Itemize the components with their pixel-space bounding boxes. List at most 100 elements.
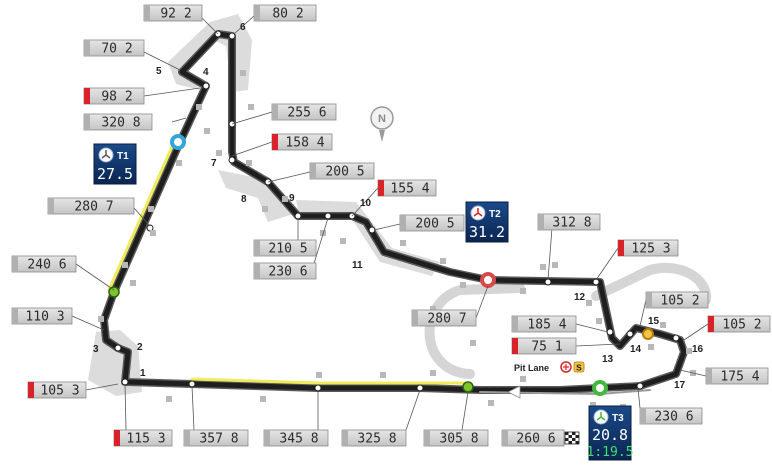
pit-limiter-icon [560, 361, 572, 373]
speed-value: 320 8 [101, 116, 140, 131]
t15-marker [642, 328, 654, 340]
track-markers [114, 30, 680, 392]
slow-corner-marker [28, 382, 34, 398]
speed-value: 175 4 [720, 370, 759, 385]
lap-time: 1:19.5 [587, 445, 634, 460]
speed-box-cap [512, 316, 518, 332]
compass-label: N [378, 113, 386, 125]
speed-box-s27: 357 8 [183, 429, 249, 447]
speed-box-cap [272, 104, 278, 120]
slow-corner-marker [84, 88, 90, 104]
speed-value: 210 5 [268, 242, 307, 257]
t1-marker [170, 134, 186, 150]
slow-corner-marker [114, 430, 120, 446]
speed-value: 280 7 [427, 312, 466, 327]
speed-box-cap [144, 5, 150, 21]
north-compass-icon: N [370, 106, 394, 142]
drs-zone-1 [107, 138, 177, 292]
slow-corner-marker [378, 180, 384, 196]
runoff-areas [88, 14, 440, 396]
turn-label-12: 12 [574, 292, 586, 303]
t2-marker [480, 272, 496, 288]
speed-value: 115 3 [126, 432, 165, 447]
turn-label-4: 4 [203, 67, 209, 78]
speed-box-cap [424, 430, 430, 446]
slow-corner-marker [618, 240, 624, 256]
speed-box-s16: 240 6 [11, 255, 77, 273]
turn-label-17: 17 [674, 380, 686, 391]
turn-label-15: 15 [648, 316, 660, 327]
speed-box-s4: 98 2 [83, 87, 145, 105]
speed-value: 70 2 [101, 42, 132, 57]
sector-t3-label: T3 [612, 413, 624, 424]
pit-lane-label-group: Pit Lane S [514, 361, 585, 373]
turn-label-8: 8 [241, 194, 247, 205]
turn-label-5: 5 [156, 66, 162, 77]
speed-box-s3: 70 2 [83, 39, 145, 57]
speed-value: 280 7 [74, 200, 113, 215]
speed-box-s2: 80 2 [253, 4, 317, 22]
speed-box-s14: 312 8 [537, 213, 601, 231]
speed-value: 325 8 [357, 432, 396, 447]
speed-box-cap [254, 5, 260, 21]
speed-box-s10: 200 5 [399, 214, 465, 232]
speed-box-s23: 175 4 [705, 367, 769, 385]
speed-box-s29: 325 8 [341, 429, 407, 447]
speed-value: 105 3 [40, 384, 79, 399]
speed-value: 98 2 [101, 90, 132, 105]
speed-box-s1: 92 2 [143, 4, 203, 22]
speed-box-s19: 110 3 [11, 307, 73, 325]
chequered-flag-icon [564, 431, 580, 445]
slow-corner-marker [708, 316, 714, 332]
speed-box-s24: 105 3 [27, 381, 87, 399]
speed-box-s6: 255 6 [271, 103, 337, 121]
speed-box-s31: 260 6 [501, 429, 565, 447]
speed-box-s12: 210 5 [253, 239, 317, 257]
turn-label-2: 2 [137, 342, 143, 353]
speed-box-s15: 125 3 [617, 239, 679, 257]
speed-box-s30: 305 8 [423, 429, 489, 447]
speed-value: 200 5 [325, 165, 364, 180]
speed-value: 80 2 [272, 7, 303, 22]
speed-value: 240 6 [27, 258, 66, 273]
trackside-squares [98, 70, 696, 410]
speed-box-s9: 155 4 [377, 179, 437, 197]
turn-label-6: 6 [240, 22, 246, 33]
drs-detection-1 [108, 286, 120, 298]
turn-label-1: 1 [140, 368, 146, 379]
turn-label-16: 16 [692, 344, 704, 355]
speed-box-cap [12, 256, 18, 272]
speed-box-s28: 345 8 [263, 429, 329, 447]
speed-value: 105 2 [660, 294, 699, 309]
speed-value: 185 4 [527, 318, 566, 333]
stopwatch-icon [470, 205, 486, 221]
speed-box-cap [254, 263, 260, 279]
speed-box-cap [640, 408, 646, 424]
runoff-t7-t9 [218, 170, 300, 222]
speed-value: 260 6 [516, 432, 555, 447]
turn-label-11: 11 [352, 260, 363, 271]
speed-value: 230 6 [268, 265, 307, 280]
slow-corner-marker [512, 338, 518, 354]
speed-box-cap [84, 114, 90, 130]
sector-markers [108, 134, 654, 396]
pit-speed-limit-icon: S [573, 361, 585, 373]
drs-detection-2 [462, 381, 474, 393]
sector-t1-box: T1 27.5 [93, 143, 137, 185]
turn-label-14: 14 [630, 344, 642, 355]
direction-arrow-icon [507, 385, 521, 399]
speed-box-cap [12, 308, 18, 324]
speed-box-s20: 185 4 [511, 315, 577, 333]
speed-value: 158 4 [285, 136, 324, 151]
turn-label-9: 9 [289, 193, 295, 204]
svg-text:S: S [576, 363, 582, 373]
speed-box-s13: 230 6 [253, 262, 317, 280]
sector-t3-time: 20.8 [592, 426, 628, 444]
t3-marker [592, 380, 608, 396]
turn-label-3: 3 [93, 344, 99, 355]
speed-value: 75 1 [531, 340, 562, 355]
speed-box-s22: 75 1 [511, 337, 577, 355]
